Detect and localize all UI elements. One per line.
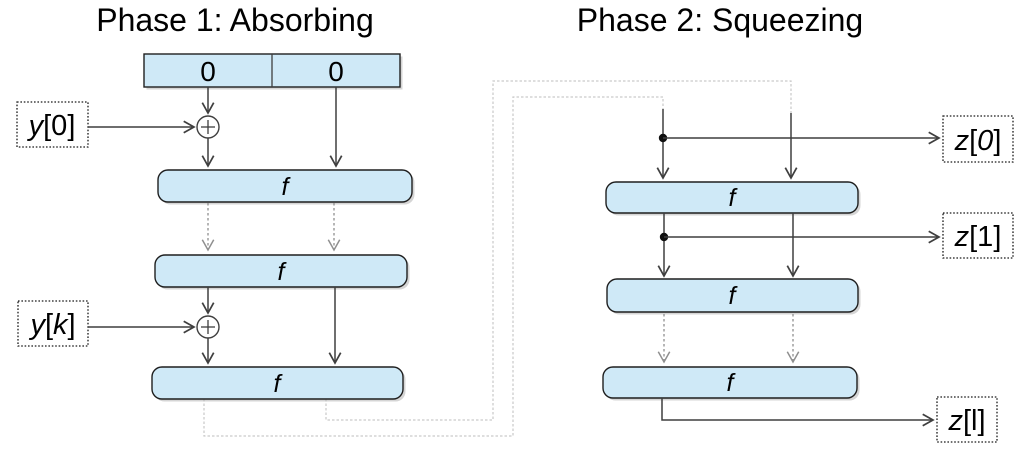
input-box-y0: y[0] xyxy=(16,101,89,148)
phase2-title: Phase 2: Squeezing xyxy=(577,2,863,38)
input-label-yk: y[k] xyxy=(28,309,75,341)
feedback-path-rate xyxy=(203,96,664,437)
state-cell-left-value: 0 xyxy=(200,56,216,87)
output-label-z0: z[0] xyxy=(954,125,1002,157)
f-box-absorb-2: f xyxy=(154,254,410,290)
f-box-squeeze-3: f xyxy=(602,366,860,401)
output-box-zl: z[l] xyxy=(936,396,998,443)
phase1-title: Phase 1: Absorbing xyxy=(96,2,374,38)
f-label: f xyxy=(727,369,737,397)
input-box-yk: y[k] xyxy=(17,300,89,347)
xor1-symbol xyxy=(196,115,220,139)
f-box-absorb-1: f xyxy=(157,169,415,205)
input-label-y0: y[0] xyxy=(27,110,76,142)
f-box-absorb-3: f xyxy=(151,366,406,402)
initial-state-box: 0 0 xyxy=(143,53,403,90)
f-label: f xyxy=(729,282,739,310)
f-box-squeeze-1: f xyxy=(605,181,861,216)
f-label: f xyxy=(282,173,292,201)
f-label: f xyxy=(274,370,284,398)
f-label: f xyxy=(729,184,739,212)
output-box-z0: z[0] xyxy=(942,115,1014,163)
feedback-path-capacity xyxy=(325,80,792,421)
output-label-z1: z[1] xyxy=(954,221,1002,253)
state-cell-right-value: 0 xyxy=(328,56,344,87)
output-box-z1: z[1] xyxy=(942,212,1014,259)
f-box-squeeze-2: f xyxy=(606,278,861,315)
f-label: f xyxy=(278,258,288,286)
output-label-zl: z[l] xyxy=(947,405,985,437)
xor2-symbol xyxy=(196,315,220,339)
arrow-to-zl xyxy=(661,398,935,427)
